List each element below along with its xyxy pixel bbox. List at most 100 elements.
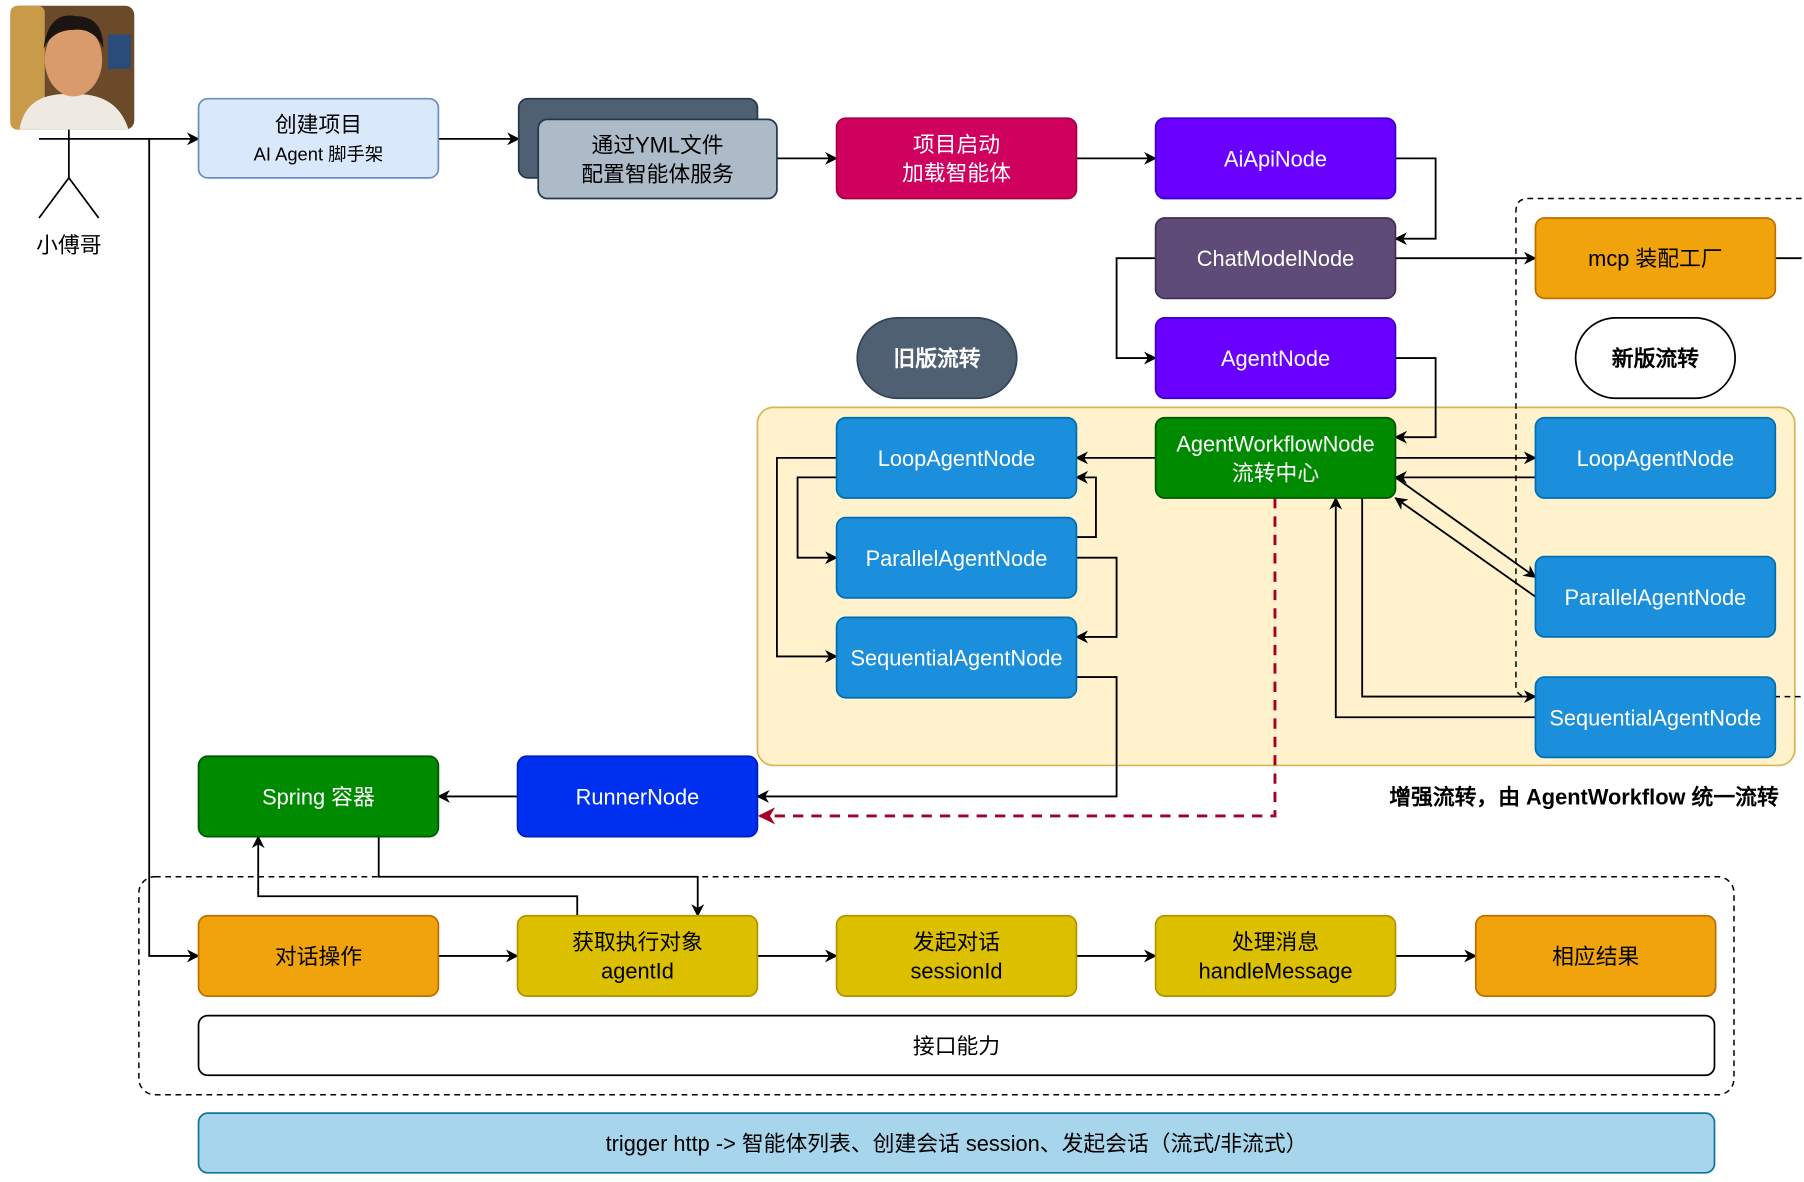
node-label: ChatModelNode (1197, 246, 1355, 271)
node-box (197, 914, 440, 997)
actor-body (38, 129, 100, 219)
node-label: 发起对话 (913, 930, 1000, 955)
node-label: LoopAgentNode (878, 446, 1036, 471)
node-label: 配置智能体服务 (581, 161, 734, 186)
connector-arrow (148, 138, 200, 963)
actor-name: 小傅哥 (36, 232, 101, 257)
node-label: 流转中心 (1232, 460, 1319, 485)
annotation-text: 增强流转，由 AgentWorkflow 统一流转 (1389, 784, 1779, 809)
node-box (1154, 317, 1397, 400)
node-box (856, 317, 1018, 400)
node-label: RunnerNode (576, 784, 700, 809)
node-label: SequentialAgentNode (1549, 705, 1761, 730)
node-box (197, 1112, 1716, 1174)
connector-arrow (1394, 157, 1437, 246)
node-box (1474, 914, 1717, 997)
ai-api-node-node: AiApiNode (1154, 117, 1397, 200)
node-label: 新版流转 (1612, 346, 1699, 371)
connector-arrow (1394, 497, 1536, 598)
get-executor-node: 获取执行对象 agentId (516, 914, 759, 997)
node-box (835, 616, 1078, 699)
chat-operation-node: 对话操作 (197, 914, 440, 997)
node-box (197, 97, 440, 179)
avatar (10, 5, 135, 130)
connector-arrow (775, 456, 838, 663)
node-label: SequentialAgentNode (850, 646, 1062, 671)
node-label: agentId (601, 958, 674, 983)
node-box (1574, 317, 1736, 400)
trigger-node: trigger http -> 智能体列表、创建会话 session、发起会话（… (197, 1112, 1716, 1174)
old-flow-node: 旧版流转 (856, 317, 1018, 400)
node-label: handleMessage (1199, 958, 1353, 983)
node-box (1534, 416, 1777, 499)
connector-arrow (1115, 257, 1157, 365)
old-parallel-node: ParallelAgentNode (835, 516, 1078, 599)
node-label: ParallelAgentNode (866, 546, 1048, 571)
chat-model-node-node: ChatModelNode (1154, 217, 1397, 300)
node-box (537, 118, 778, 200)
new-sequential-node: SequentialAgentNode (1534, 676, 1777, 759)
node-label: AI Agent 脚手架 (254, 144, 384, 165)
connector-arrow (1361, 498, 1537, 704)
node-box (835, 416, 1078, 499)
node-label: 创建项目 (275, 112, 362, 137)
node-label: 项目启动 (913, 132, 1000, 157)
connector-arrow (1394, 357, 1437, 444)
connector-arrow (796, 476, 838, 565)
connector-arrow (1075, 470, 1097, 538)
node-label: 接口能力 (913, 1033, 1000, 1058)
dashed-red-connector (757, 498, 1277, 825)
node-label: mcp 装配工厂 (1588, 246, 1722, 271)
connector-arrow (1394, 476, 1537, 578)
node-label: 通过YML文件 (592, 133, 724, 158)
new-parallel-node: ParallelAgentNode (1534, 555, 1777, 638)
node-box (516, 755, 759, 838)
node-box (1154, 117, 1397, 200)
new-loop-node: LoopAgentNode (1534, 416, 1777, 499)
node-label: Spring 容器 (262, 784, 375, 809)
node-label: LoopAgentNode (1577, 446, 1735, 471)
node-box (835, 914, 1078, 997)
agent-node-node: AgentNode (1154, 317, 1397, 400)
node-label: sessionId (910, 958, 1002, 983)
connector-arrow (1075, 556, 1118, 644)
mcp-factory-node: mcp 装配工厂 (1534, 217, 1777, 300)
workflow-node-node: AgentWorkflowNode 流转中心 (1154, 416, 1397, 499)
node-box (516, 914, 759, 997)
node-box (1534, 676, 1777, 759)
node-box (835, 516, 1078, 599)
create-project-node: 创建项目 AI Agent 脚手架 (197, 97, 440, 179)
new-flow-dashed-region (1515, 197, 1802, 698)
spring-container-node: Spring 容器 (197, 755, 440, 838)
node-label: trigger http -> 智能体列表、创建会话 session、发起会话（… (606, 1131, 1308, 1156)
node-label: 加载智能体 (902, 161, 1011, 186)
new-flow-node: 新版流转 (1574, 317, 1736, 400)
connector-arrow (756, 676, 1118, 803)
node-box (1534, 217, 1777, 300)
old-sequential-node: SequentialAgentNode (835, 616, 1078, 699)
handle-message-node: 处理消息 handleMessage (1154, 914, 1397, 997)
node-label: 处理消息 (1232, 930, 1319, 955)
connector-arrow (377, 836, 705, 918)
node-label: ParallelAgentNode (1564, 585, 1746, 610)
runner-node-node: RunnerNode (516, 755, 759, 838)
actor: 小傅哥 (10, 5, 135, 257)
connector-arrow (1329, 496, 1536, 719)
node-label: 获取执行对象 (572, 930, 703, 955)
node-label: AgentWorkflowNode (1176, 432, 1374, 457)
node-box (835, 117, 1078, 200)
node-box (1154, 914, 1397, 997)
node-box (1154, 416, 1397, 499)
start-chat-node: 发起对话 sessionId (835, 914, 1078, 997)
old-loop-node: LoopAgentNode (835, 416, 1078, 499)
node-label: 对话操作 (275, 944, 362, 969)
node-label: 旧版流转 (893, 346, 980, 371)
node-label: AgentNode (1221, 346, 1330, 371)
node-box (197, 1014, 1716, 1077)
result-node: 相应结果 (1474, 914, 1717, 997)
interface-capability-node: 接口能力 (197, 1014, 1716, 1077)
node-box (1154, 217, 1397, 300)
